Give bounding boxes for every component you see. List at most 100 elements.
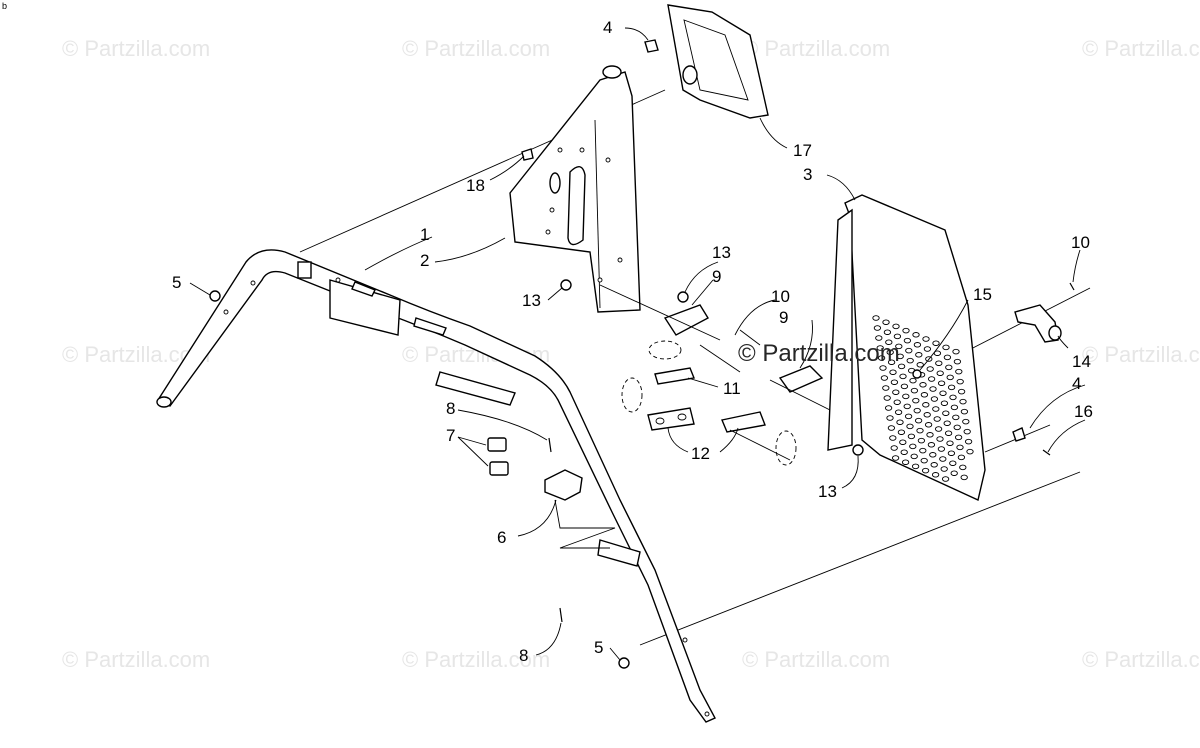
perforation-hole [919,382,927,388]
perforation-hole [880,375,889,381]
watermark: © Partzilla.com [742,36,891,61]
perforation-hole [917,437,926,444]
phantom-line [639,471,1081,646]
perforation-hole [923,346,932,352]
perforation-hole [890,379,899,385]
perforation-hole [877,355,886,361]
callout-6: 6 [497,528,506,547]
bumper-part-7 [487,437,509,476]
pin-icon [1042,449,1051,456]
perforation-hole [966,448,974,455]
nut-icon [209,290,221,302]
perforation-hole [892,323,900,330]
perforation-hole [893,399,901,405]
perforation-hole [882,319,890,325]
perforation-hole [919,447,927,454]
callout-2: 2 [420,251,429,270]
perforation-hole [886,349,894,355]
perforation-hole [911,463,920,470]
perforation-hole [927,376,936,382]
callout-16: 16 [1074,402,1093,421]
perforation-hole [889,369,897,375]
perforation-hole [873,325,882,331]
perforation-hole [935,360,943,366]
perforation-hole [927,442,936,448]
fasteners [209,39,1075,669]
frame-bar-part-1 [156,249,716,723]
callout-11: 11 [723,379,741,398]
perforation-hole [959,398,967,405]
perforation-hole [921,467,930,474]
nut-icon [560,279,572,291]
perforation-hole [922,336,930,342]
perforation-hole [904,413,913,420]
pin-icon [1069,282,1075,291]
perforation-hole [962,418,970,425]
perforation-hole [897,429,906,435]
perforation-hole [920,457,928,464]
perforation-hole [936,436,944,442]
callout-5a: 5 [172,273,181,292]
perforation-hole [913,407,921,414]
callout-9b: 9 [779,308,788,327]
perforation-hole [896,353,904,360]
callout-10a: 10 [771,287,790,306]
callout-3: 3 [803,165,812,184]
perforation-hole [933,416,941,422]
perforation-hole [895,343,903,350]
callout-8b: 8 [519,646,528,665]
callout-13b: 13 [522,291,541,310]
perforation-hole [957,454,966,461]
corner-bracket-part-17 [667,4,769,119]
perforation-hole [900,449,908,455]
perforation-hole [910,453,918,460]
corner-mark: b [2,1,7,11]
callout-13c: 13 [818,482,837,501]
callout-14: 14 [1072,352,1091,371]
perforation-hole [953,358,962,365]
watermark: © Partzilla.com [742,647,891,672]
perforation-hole [952,348,960,355]
perforation-hole [900,383,909,390]
perforation-hole [943,420,951,426]
perforation-hole [940,466,948,472]
perforation-hole [950,404,959,411]
perforation-hole [912,397,920,404]
perforation-hole [923,412,931,418]
perforation-hole [899,373,907,380]
callout-13a: 13 [712,243,731,262]
perforation-hole [947,384,956,391]
perforation-hole [934,426,943,432]
perforation-hole [956,444,964,451]
perforation-hole [930,396,939,402]
callout-9a: 9 [712,267,721,286]
perforation-hole [953,424,961,431]
perforation-hole [960,408,969,415]
callout-1: 1 [420,225,429,244]
left-plate-part-2 [509,65,641,313]
perforation-hole [891,455,900,461]
perforation-hole [913,342,922,348]
perforation-hole [906,423,914,430]
perforation-hole [957,388,966,395]
perforation-hole [931,472,940,478]
watermark: © Partzilla.com [62,36,211,61]
perforation-hole [882,385,890,391]
perforation-hole [884,405,893,411]
perforation-hole [876,345,884,351]
callout-10b: 10 [1071,233,1090,252]
perforation-hole [905,347,913,354]
perforation-hole [964,438,973,445]
perforation-hole [946,374,954,381]
callout-15: 15 [973,285,992,304]
perforation-hole [952,414,960,421]
watermark: © Partzilla.com [1082,647,1200,672]
watermark-main: © Partzilla.com [738,340,900,367]
callout-5b: 5 [594,638,603,657]
nut-icon [852,444,864,456]
perforation-hole [939,456,947,462]
perforation-hole [924,422,933,428]
perforation-hole [942,410,950,416]
